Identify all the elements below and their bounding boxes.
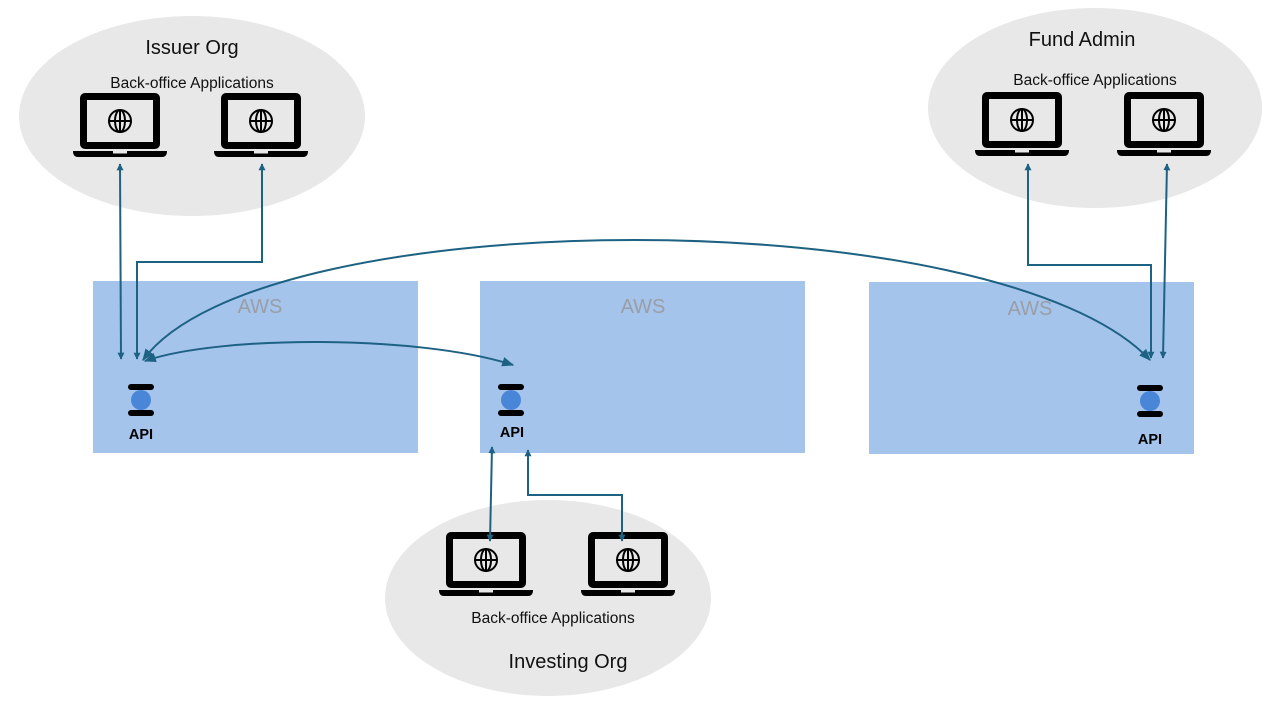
connection-arrow [486, 446, 496, 542]
api-label: API [500, 425, 524, 441]
api-label: API [129, 427, 153, 443]
aws-region [480, 281, 805, 453]
laptop-globe-icon[interactable] [213, 92, 309, 158]
org-subtitle: Back-office Applications [1013, 72, 1177, 89]
aws-box-right: AWS API [869, 282, 1194, 454]
api-server-icon[interactable] [1137, 385, 1163, 417]
aws-label: AWS [1008, 298, 1053, 320]
aws-label: AWS [238, 296, 283, 318]
org-issuer: Issuer Org Back-office Applications [19, 16, 365, 216]
connection-arrow [1159, 163, 1171, 359]
org-subtitle: Back-office Applications [471, 610, 635, 627]
laptop-globe-icon[interactable] [580, 531, 676, 597]
connection-arrow [524, 449, 626, 542]
org-title: Investing Org [509, 651, 628, 673]
connection-arrow [133, 163, 266, 360]
laptop-globe-icon[interactable] [974, 91, 1070, 157]
org-subtitle: Back-office Applications [110, 75, 274, 92]
aws-box-middle: AWS API [480, 281, 805, 453]
connection-arrow [116, 163, 125, 360]
aws-box-left: AWS API [93, 281, 418, 453]
org-fund-admin-bubble [928, 8, 1262, 208]
org-title: Issuer Org [145, 37, 238, 59]
api-server-icon[interactable] [498, 384, 524, 416]
api-label: API [1138, 432, 1162, 448]
org-fund-admin: Fund Admin Back-office Applications [928, 8, 1262, 208]
laptop-globe-icon[interactable] [1116, 91, 1212, 157]
laptop-globe-icon[interactable] [72, 92, 168, 158]
connection-arrow [1024, 163, 1155, 359]
org-title: Fund Admin [1029, 29, 1136, 51]
org-issuer-bubble [19, 16, 365, 216]
aws-label: AWS [621, 296, 666, 318]
laptop-globe-icon[interactable] [438, 531, 534, 597]
org-investing: Back-office Applications Investing Org [385, 500, 711, 696]
api-server-icon[interactable] [128, 384, 154, 416]
